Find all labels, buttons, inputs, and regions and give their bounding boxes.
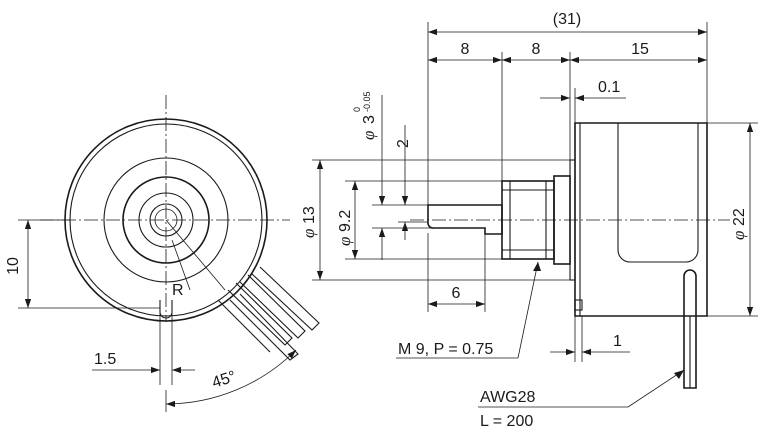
dim-phi3-symbol: φ: [359, 131, 378, 140]
front-leads: [217, 266, 320, 361]
dim-phi3-label: 3: [361, 115, 378, 124]
side-view: (31) 8 8 15 0.1 φ 3 0 -0.05 2 φ: [299, 11, 758, 430]
dim-15-label: 15: [631, 41, 649, 58]
dim-phi22-label: 22: [731, 208, 748, 226]
side-shaft: [427, 204, 503, 235]
dim-8a-label: 8: [461, 41, 470, 58]
thread-label: M 9, P = 0.75: [398, 341, 493, 358]
front-view: R 10 1.5 45°: [5, 95, 320, 412]
dim-phi9-2-symbol: φ: [335, 237, 354, 246]
front-45-ray: [165, 219, 226, 291]
dim-31-label: (31): [553, 11, 581, 28]
dim-2-label: 2: [395, 139, 412, 148]
side-body: [574, 122, 708, 317]
dim-6-label: 6: [452, 285, 461, 302]
dim-phi22-symbol: φ: [729, 231, 748, 240]
front-radius-leader: [171, 239, 191, 291]
dim-phi3-tol-upper: 0: [352, 107, 362, 112]
dim-45-arc: [165, 349, 297, 408]
wire-gauge-label: AWG28: [480, 389, 536, 406]
front-shaft-outer: [138, 192, 194, 248]
front-shaft-inner: [154, 208, 178, 232]
dim-phi13-symbol: φ: [299, 229, 318, 238]
radius-label: R: [172, 282, 184, 299]
dim-45-label: 45°: [210, 368, 238, 392]
front-shaft: [149, 203, 183, 237]
dim-phi3-tol-lower: -0.05: [362, 91, 372, 112]
dim-0-1-label: 0.1: [598, 79, 620, 96]
side-body-pocket: [617, 123, 699, 263]
front-bushing-circle: [122, 176, 210, 264]
dim-phi9-2-label: 9.2: [337, 210, 354, 232]
dim-10-label: 10: [5, 257, 22, 275]
front-nut-circle: [103, 157, 229, 283]
dim-1-label: 1: [613, 333, 622, 350]
side-lead-wire: [683, 269, 697, 389]
dim-phi13-label: 13: [301, 206, 318, 224]
dim-1-5-label: 1.5: [94, 351, 116, 368]
dim-8b-label: 8: [532, 41, 541, 58]
wire-length-label: L = 200: [480, 413, 533, 430]
